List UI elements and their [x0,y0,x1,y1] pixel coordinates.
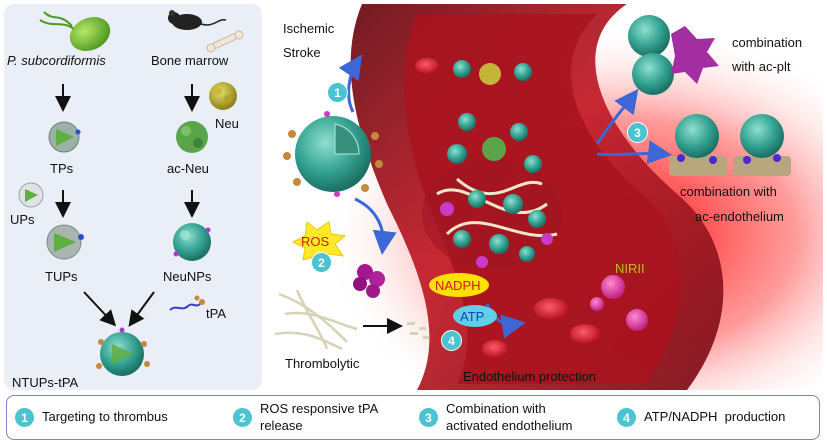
ntups-tpa-label: NTUPs-tPA [12,375,79,390]
step-badge-3: 3 [627,122,648,143]
ac-endothelium-combination [669,114,791,176]
legend-text-3-line1: Combination with [446,401,546,417]
ups-label: UPs [10,212,35,227]
combination-plt-line1: combination [732,35,803,50]
step-badge-2: 2 [311,252,332,273]
mechanism-panel: Ischemic Stroke ROS Thrombolytic NADPH A… [267,4,823,390]
fibrin-fragments [407,322,429,339]
thrombolytic-label: Thrombolytic [285,356,360,371]
nirii-label: NIRII [615,261,645,276]
tpa-molecule-icon [169,295,205,311]
endothelium-binding-arrow [596,140,672,165]
neunps-label: NeuNPs [163,269,212,284]
ac-plt-combination [628,15,719,95]
step-badge-1: 1 [327,82,348,103]
bone-icon [206,30,244,53]
step-badge-4: 4 [441,330,462,351]
ros-label: ROS [301,234,330,249]
legend-text-2-line1: ROS responsive tPA [260,401,379,417]
tup-particle-icon [46,224,84,260]
legend-badge-1: 1 [15,408,34,427]
tp-particle-icon [48,121,81,153]
endothelium-protection-label: Endothelium protection [463,369,596,384]
combination-plt-line2: with ac-plt [732,59,791,74]
combination-endo-line1: combination with [680,184,777,199]
stroke-label: Stroke [283,45,321,60]
synthesis-graphics [18,10,244,376]
legend-text-4: ATP/NADPH production [644,409,786,425]
legend-item-3: 3 Combination with activated endothelium [419,396,572,439]
mechanism-graphics [267,4,823,390]
legend-badge-2: 2 [233,408,252,427]
platelet-binding-arrow [595,88,639,145]
legend-badge-4: 4 [617,408,636,427]
atp-label: ATP [460,309,485,324]
legend-text-1: Targeting to thrombus [42,409,168,425]
legend-text-3-line2: activated endothelium [446,417,573,433]
targeting-arrow [338,54,362,113]
ros-arrow [354,197,397,255]
p-subcordiformis-label: P. subcordiformis [7,53,106,68]
tups-label: TUPs [45,269,78,284]
ischemic-label: Ischemic [283,21,335,36]
atp-pill [453,305,497,327]
synthesis-panel: P. subcordiformis Bone marrow Neu TPs ac… [4,4,262,390]
legend-item-4: 4 ATP/NADPH production [617,396,785,439]
activated-neutrophil-icon [176,121,208,153]
thrombus-cluster [422,60,562,269]
tps-label: TPs [50,161,74,176]
combination-endo-line2: ac-endothelium [695,209,784,224]
legend-text-2-line2: release [260,417,303,433]
nadph-pill [429,273,489,297]
neu-label: Neu [215,116,239,131]
released-tpa-cluster [353,264,385,298]
bone-marrow-label: Bone marrow [151,53,229,68]
mouse-icon [168,10,227,30]
ntups-tpa-nanoparticle [283,111,383,197]
neutrophil-icon [209,82,237,110]
ntups-tpa-particle-icon [96,327,150,376]
ac-neu-label: ac-Neu [167,161,209,176]
alga-cell-icon [39,11,111,52]
neunp-particle-icon [173,223,211,261]
nadph-label: NADPH [435,278,481,293]
ros-burst [291,221,347,267]
legend-item-1: 1 Targeting to thrombus [15,396,168,439]
up-particle-icon [18,182,44,208]
legend-item-2: 2 ROS responsive tPA release [233,396,378,439]
fibrin-debris [274,289,358,351]
legend-bar: 1 Targeting to thrombus 2 ROS responsive… [6,395,820,440]
legend-badge-3: 3 [419,408,438,427]
tpa-label: tPA [206,306,226,321]
